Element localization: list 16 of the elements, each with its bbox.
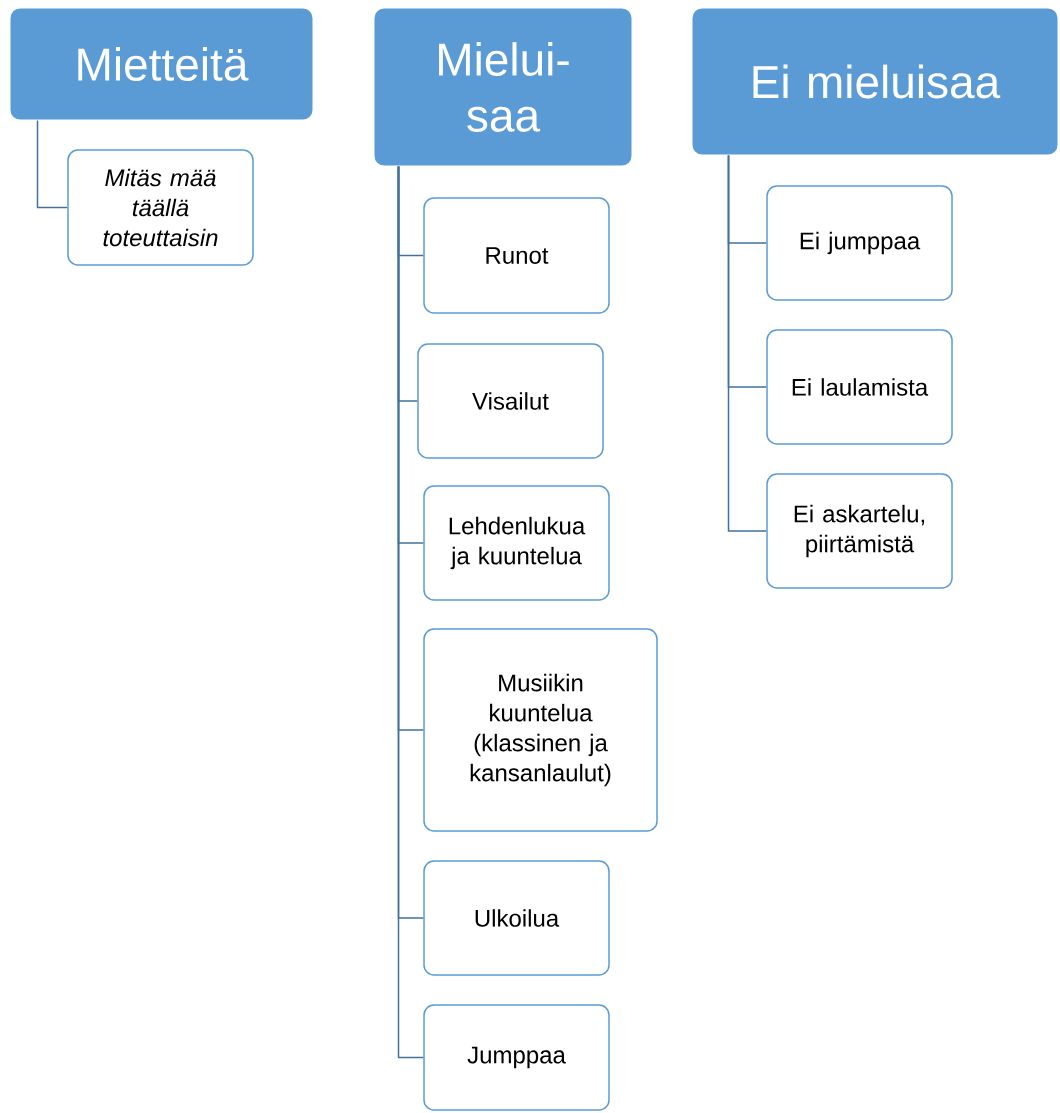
- item-box: Jumppaa: [423, 1004, 610, 1111]
- header-box: Mielui-saa: [373, 7, 633, 167]
- item-box: Ei laulamista: [766, 329, 953, 445]
- connector-line: [727, 154, 767, 532]
- item-box: Mitäs mää täällä toteuttaisin: [67, 149, 254, 266]
- connector-line: [397, 165, 424, 1059]
- item-box: Ei askartelu, piirtämistä: [766, 473, 953, 589]
- item-box: Ulkoilua: [423, 860, 610, 976]
- header-box: Ei mieluisaa: [691, 7, 1059, 156]
- item-box: Ei jumppaa: [766, 185, 953, 301]
- item-box: Visailut: [417, 343, 604, 459]
- header-box: Mietteitä: [9, 7, 314, 121]
- item-box: Lehdenlukua ja kuuntelua: [423, 485, 610, 601]
- connector-line: [36, 119, 68, 209]
- item-box: Musiikin kuuntelua (klassinen ja kansanlaulut): [423, 628, 658, 832]
- item-box: Runot: [423, 197, 610, 314]
